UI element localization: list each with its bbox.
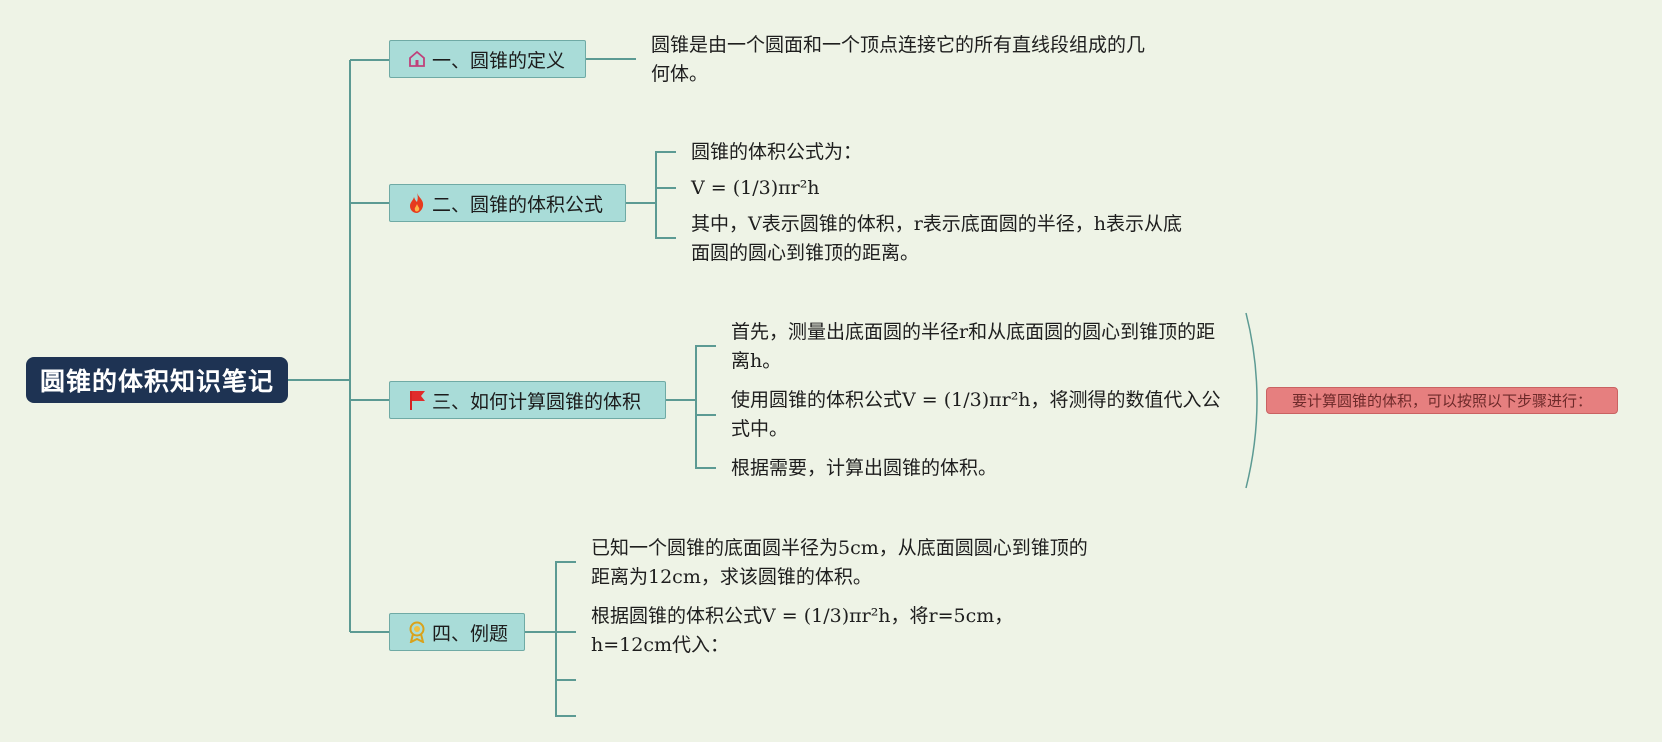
leaf-text: 使用圆锥的体积公式V = (1/3)πr²h，将测得的数值代入公式中。 — [731, 389, 1221, 440]
branch-calculate[interactable]: 三、如何计算圆锥的体积 — [389, 381, 666, 419]
summary-label[interactable]: 要计算圆锥的体积，可以按照以下步骤进行： — [1266, 387, 1618, 414]
flag-icon — [406, 389, 428, 411]
leaf-step-measure[interactable]: 首先，测量出底面圆的半径r和从底面圆的圆心到锥顶的距离h。 — [731, 318, 1231, 376]
leaf-definition[interactable]: 圆锥是由一个圆面和一个顶点连接它的所有直线段组成的几何体。 — [651, 31, 1161, 89]
branch-title: 一、圆锥的定义 — [432, 49, 566, 72]
branch-title: 三、如何计算圆锥的体积 — [432, 390, 642, 413]
leaf-text: 已知一个圆锥的底面圆半径为5cm，从底面圆圆心到锥顶的距离为12cm，求该圆锥的… — [591, 537, 1088, 588]
leaf-text: V = (1/3)πr²h — [691, 177, 820, 199]
award-icon — [406, 621, 428, 643]
branch-example[interactable]: 四、例题 — [389, 613, 525, 651]
leaf-step-compute[interactable]: 根据需要，计算出圆锥的体积。 — [731, 454, 1231, 483]
root-title: 圆锥的体积知识笔记 — [39, 367, 274, 396]
leaf-step-substitute[interactable]: 使用圆锥的体积公式V = (1/3)πr²h，将测得的数值代入公式中。 — [731, 386, 1231, 444]
leaf-formula[interactable]: V = (1/3)πr²h — [691, 174, 1191, 203]
fire-icon — [406, 192, 428, 214]
leaf-example-question[interactable]: 已知一个圆锥的底面圆半径为5cm，从底面圆圆心到锥顶的距离为12cm，求该圆锥的… — [591, 534, 1091, 592]
branch-title: 四、例题 — [432, 622, 509, 645]
summary-text: 要计算圆锥的体积，可以按照以下步骤进行： — [1291, 392, 1592, 410]
leaf-text: 圆锥是由一个圆面和一个顶点连接它的所有直线段组成的几何体。 — [651, 34, 1146, 85]
branch-title: 二、圆锥的体积公式 — [432, 193, 604, 216]
leaf-text: 其中，V表示圆锥的体积，r表示底面圆的半径，h表示从底面圆的圆心到锥顶的距离。 — [691, 213, 1183, 264]
home-icon — [406, 48, 428, 70]
leaf-example-solution[interactable]: 根据圆锥的体积公式V = (1/3)πr²h，将r=5cm，h=12cm代入： — [591, 602, 1091, 660]
leaf-text: 根据圆锥的体积公式V = (1/3)πr²h，将r=5cm，h=12cm代入： — [591, 605, 1014, 656]
branch-formula[interactable]: 二、圆锥的体积公式 — [389, 184, 626, 222]
leaf-text: 圆锥的体积公式为： — [691, 141, 863, 163]
leaf-formula-explain[interactable]: 其中，V表示圆锥的体积，r表示底面圆的半径，h表示从底面圆的圆心到锥顶的距离。 — [691, 210, 1191, 268]
root-topic[interactable]: 圆锥的体积知识笔记 — [26, 357, 288, 403]
leaf-text: 首先，测量出底面圆的半径r和从底面圆的圆心到锥顶的距离h。 — [731, 321, 1216, 372]
leaf-text: 根据需要，计算出圆锥的体积。 — [731, 457, 998, 479]
leaf-formula-intro[interactable]: 圆锥的体积公式为： — [691, 138, 1191, 167]
summary-brace — [1245, 312, 1258, 489]
branch-definition[interactable]: 一、圆锥的定义 — [389, 40, 586, 78]
